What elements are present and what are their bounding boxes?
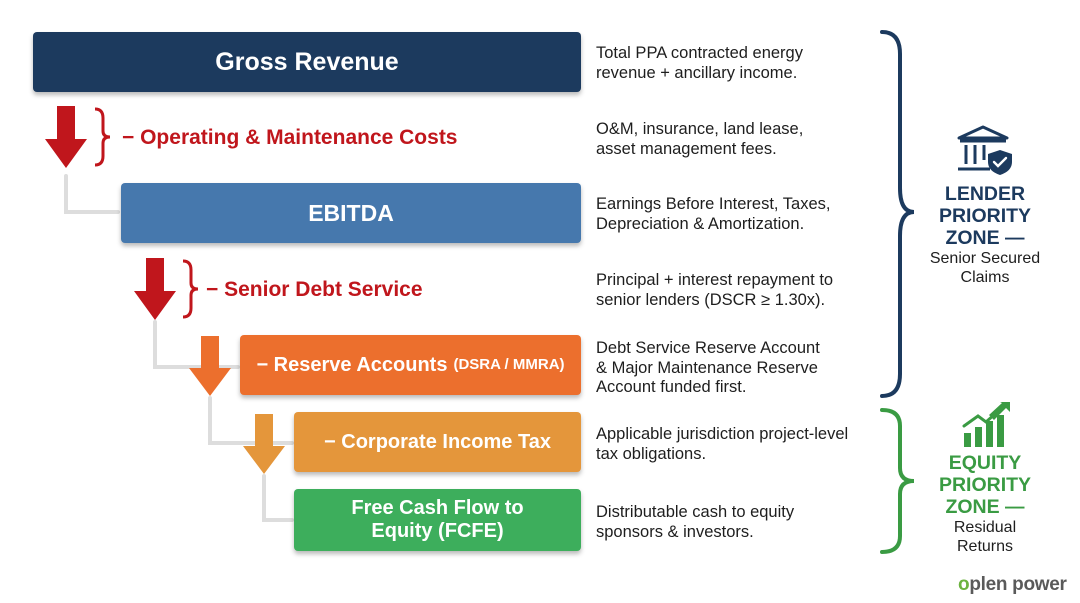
bank-shield-icon: [957, 125, 1012, 175]
equity-zone-title: EQUITY PRIORITY ZONE —: [938, 452, 1032, 518]
senior-debt-label: − Senior Debt Service: [206, 276, 423, 304]
reserve-accounts-label: − Reserve Accounts: [256, 353, 448, 376]
down-arrow-icon: [45, 106, 87, 168]
om-costs-description: O&M, insurance, land lease, asset manage…: [596, 120, 804, 158]
down-arrow-icon: [134, 258, 176, 320]
gross-revenue-description: Total PPA contracted energy revenue + an…: [596, 44, 803, 82]
corporate-tax-label: − Corporate Income Tax: [324, 430, 551, 453]
reserve-accounts-bar: − Reserve Accounts (DSRA / MMRA): [240, 335, 581, 395]
ebitda-label: EBITDA: [308, 199, 394, 226]
reserve-accounts-description: Debt Service Reserve Account & Major Mai…: [596, 339, 820, 396]
growth-chart-icon: [962, 402, 1010, 447]
down-arrow-icon: [189, 336, 231, 396]
down-arrow-icon: [243, 414, 285, 474]
corporate-tax-description: Applicable jurisdiction project-level ta…: [596, 425, 849, 463]
gross-revenue-bar: Gross Revenue: [33, 32, 581, 92]
corporate-tax-bar: − Corporate Income Tax: [294, 412, 581, 472]
fcfe-label-line2: Equity (FCFE): [371, 520, 504, 542]
fcfe-label-line1: Free Cash Flow to: [351, 497, 524, 519]
brace-icon: [94, 107, 111, 167]
ebitda-bar: EBITDA: [121, 183, 581, 243]
lender-zone-subtitle: Senior Secured Claims: [929, 250, 1041, 286]
ebitda-description: Earnings Before Interest, Taxes, Depreci…: [596, 195, 831, 233]
om-costs-label: − Operating & Maintenance Costs: [122, 124, 458, 152]
equity-zone-subtitle: Residual Returns: [953, 519, 1017, 555]
om-costs-text: − Operating & Maintenance Costs: [122, 126, 458, 149]
gross-revenue-label: Gross Revenue: [215, 47, 399, 76]
fcfe-description: Distributable cash to equity sponsors & …: [596, 503, 795, 541]
lender-zone-brace: [880, 30, 915, 398]
lender-zone-title: LENDER PRIORITY ZONE —: [938, 183, 1032, 249]
open-power-logo: oplen power: [958, 574, 1067, 595]
equity-zone-brace: [880, 408, 915, 554]
reserve-accounts-suffix: (DSRA / MMRA): [453, 356, 565, 374]
senior-debt-text: − Senior Debt Service: [206, 278, 423, 301]
brace-icon: [182, 259, 199, 319]
fcfe-bar: Free Cash Flow to Equity (FCFE): [294, 489, 581, 551]
senior-debt-description: Principal + interest repayment to senior…: [596, 271, 834, 309]
